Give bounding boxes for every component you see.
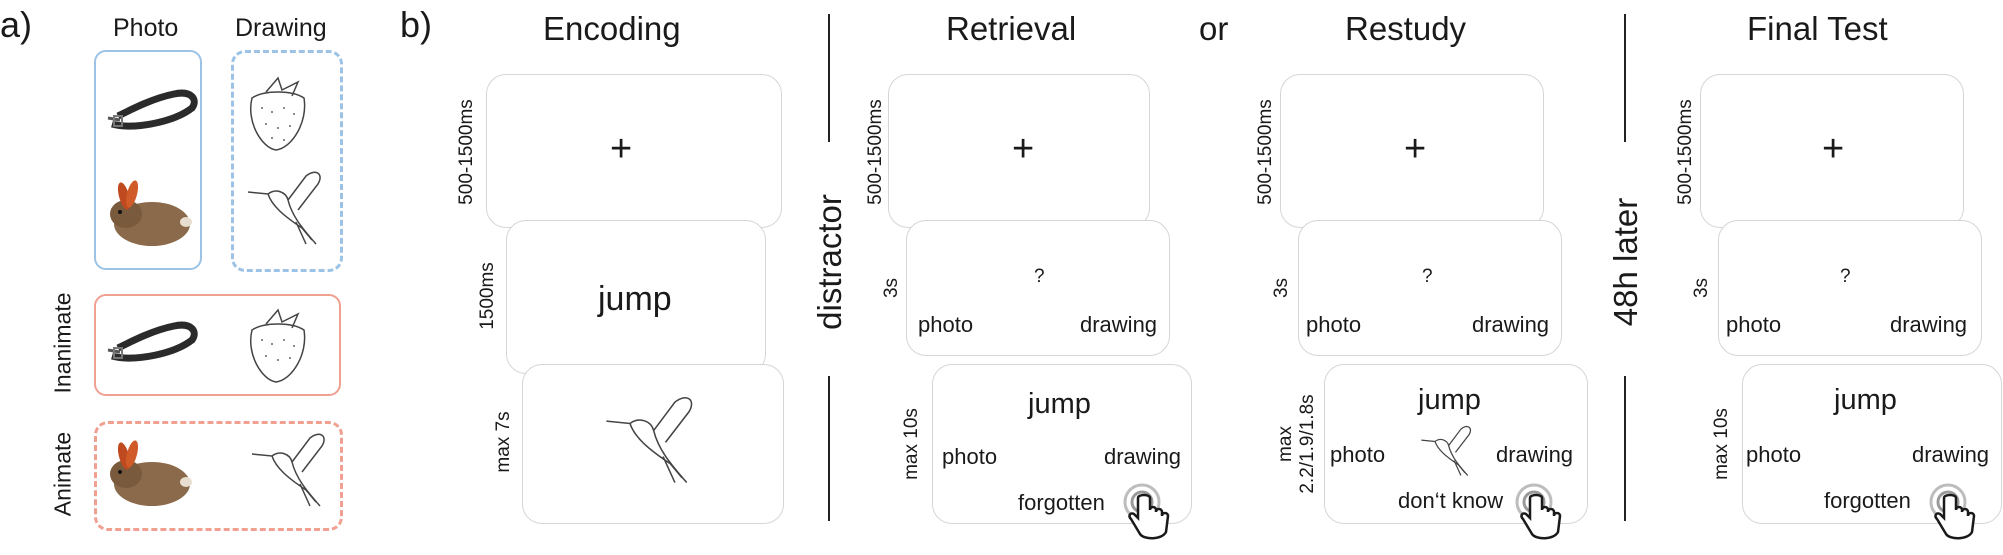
inanimate-row-frame (94, 294, 341, 396)
belt-photo-1 (107, 89, 198, 130)
final-question-screen (1718, 220, 1982, 356)
column-header-photo: Photo (113, 14, 179, 42)
retrieval-word: jump (1028, 388, 1091, 420)
restudy-hummingbird-drawing (1421, 426, 1472, 476)
retrieval-option-forgotten[interactable]: forgotten (1018, 490, 1105, 515)
retrieval-question-mark: ? (1034, 266, 1045, 287)
retrieval-question-screen (906, 220, 1170, 356)
restudy-tap-hand-icon (1515, 483, 1562, 540)
retrieval-photo-label: photo (918, 312, 974, 337)
title-retrieval: Retrieval (946, 10, 1077, 47)
divider-2-bottom (1624, 376, 1626, 521)
final-fixation-cross: + (1822, 128, 1845, 170)
encoding-time-1: 500-1500ms (456, 99, 477, 205)
encoding-picture-screen (522, 364, 784, 524)
retrieval-option-drawing[interactable]: drawing (1104, 444, 1182, 469)
retrieval-time-2: 3s (881, 277, 902, 299)
retrieval-time-1: 500-1500ms (865, 99, 886, 205)
rabbit-photo-2 (110, 440, 192, 506)
final-response-screen (1742, 364, 2002, 524)
restudy-time-1: 500-1500ms (1255, 99, 1276, 205)
final-tap-hand-icon (1929, 483, 1976, 540)
restudy-option-photo[interactable]: photo (1330, 442, 1386, 467)
belt-photo-2 (107, 321, 198, 362)
final-photo-label: photo (1726, 312, 1782, 337)
encoding-fixation-screen (486, 74, 782, 228)
retrieval-option-photo[interactable]: photo (942, 444, 998, 469)
final-word: jump (1834, 384, 1897, 416)
final-time-1: 500-1500ms (1675, 99, 1696, 205)
restudy-time-3b: 2.2/1.9/1.8s (1297, 394, 1318, 494)
title-encoding: Encoding (543, 10, 681, 47)
final-question-mark: ? (1840, 266, 1851, 287)
hummingbird-drawing-1 (247, 171, 321, 245)
restudy-question-mark: ? (1422, 266, 1433, 287)
final-option-photo[interactable]: photo (1746, 442, 1802, 467)
divider-1-top (828, 14, 830, 142)
restudy-word: jump (1418, 384, 1481, 416)
final-option-drawing[interactable]: drawing (1912, 442, 1990, 467)
strawberry-drawing-1 (250, 76, 306, 151)
encoding-time-3: max 7s (493, 411, 514, 473)
restudy-question-screen (1298, 220, 1562, 356)
restudy-fixation-cross: + (1404, 128, 1427, 170)
encoding-time-2: 1500ms (477, 262, 498, 330)
drawing-column-frame (231, 50, 343, 272)
hummingbird-drawing-2 (251, 433, 325, 507)
strawberry-drawing-2 (250, 308, 306, 383)
label-distractor: distractor (811, 194, 848, 330)
restudy-option-dont-know[interactable]: don‘t know (1398, 488, 1504, 513)
title-final-test: Final Test (1747, 10, 1888, 47)
photo-column-frame (94, 50, 202, 270)
retrieval-drawing-label: drawing (1080, 312, 1158, 337)
column-header-drawing: Drawing (235, 14, 327, 42)
encoding-hummingbird-drawing (606, 397, 693, 484)
title-restudy: Restudy (1345, 10, 1467, 47)
restudy-option-drawing[interactable]: drawing (1496, 442, 1574, 467)
divider-1-bottom (828, 376, 830, 521)
final-fixation-screen (1700, 74, 1964, 228)
final-drawing-label: drawing (1890, 312, 1968, 337)
panel-a-letter: a) (0, 4, 33, 45)
rabbit-photo-1 (110, 180, 192, 246)
retrieval-fixation-screen (888, 74, 1150, 228)
panel-b-letter: b) (400, 4, 433, 45)
encoding-word-screen (506, 220, 766, 374)
retrieval-fixation-cross: + (1012, 128, 1035, 170)
divider-2-top (1624, 14, 1626, 142)
animate-row-frame (94, 421, 343, 531)
restudy-time-3a: max (1275, 426, 1296, 462)
restudy-drawing-label: drawing (1472, 312, 1550, 337)
label-or: or (1199, 10, 1229, 47)
final-time-2: 3s (1691, 277, 1712, 299)
final-time-3: max 10s (1711, 408, 1732, 480)
restudy-time-2: 3s (1271, 277, 1292, 299)
encoding-word: jump (598, 280, 672, 318)
label-48h-later: 48h later (1607, 197, 1644, 327)
row-label-inanimate: Inanimate (49, 292, 76, 394)
retrieval-time-3: max 10s (901, 408, 922, 480)
row-label-animate: Animate (49, 431, 76, 517)
encoding-fixation-cross: + (610, 128, 633, 170)
final-option-forgotten[interactable]: forgotten (1824, 488, 1911, 513)
retrieval-tap-hand-icon (1123, 483, 1170, 540)
restudy-photo-label: photo (1306, 312, 1362, 337)
